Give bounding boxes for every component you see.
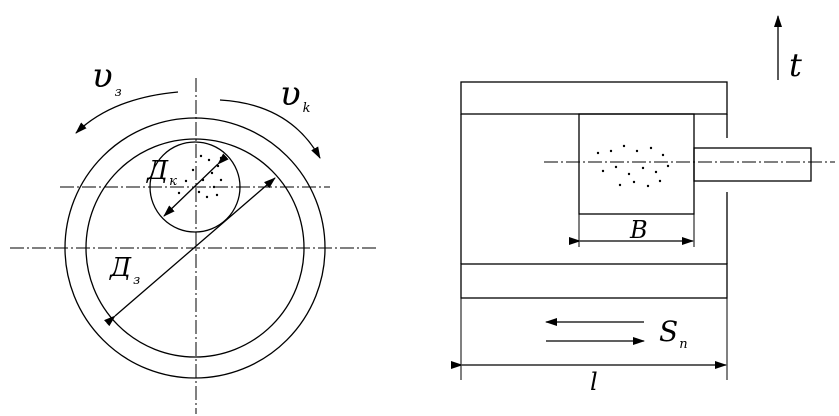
tool-block bbox=[578, 113, 695, 215]
bottom-wall bbox=[460, 263, 728, 299]
l-label: l bbox=[590, 368, 598, 396]
grinding-wheel-inner bbox=[85, 138, 305, 358]
wheel-diameter-line bbox=[104, 177, 276, 327]
disc-diameter-line bbox=[163, 153, 229, 217]
top-wall bbox=[460, 81, 728, 115]
spindle bbox=[693, 147, 812, 182]
b-label: B bbox=[629, 216, 648, 244]
block-particles bbox=[596, 144, 670, 188]
s-n-label: Sп bbox=[659, 315, 688, 352]
section-view: B Sп l t bbox=[451, 15, 835, 396]
t-label: t bbox=[789, 46, 802, 84]
disc-rotation-arrow bbox=[219, 99, 321, 159]
d-k-label: Дк bbox=[146, 156, 177, 189]
grinding-wheel-outer bbox=[64, 117, 326, 379]
disc-particles bbox=[177, 154, 223, 199]
wheel-rotation-arrow bbox=[75, 91, 179, 134]
